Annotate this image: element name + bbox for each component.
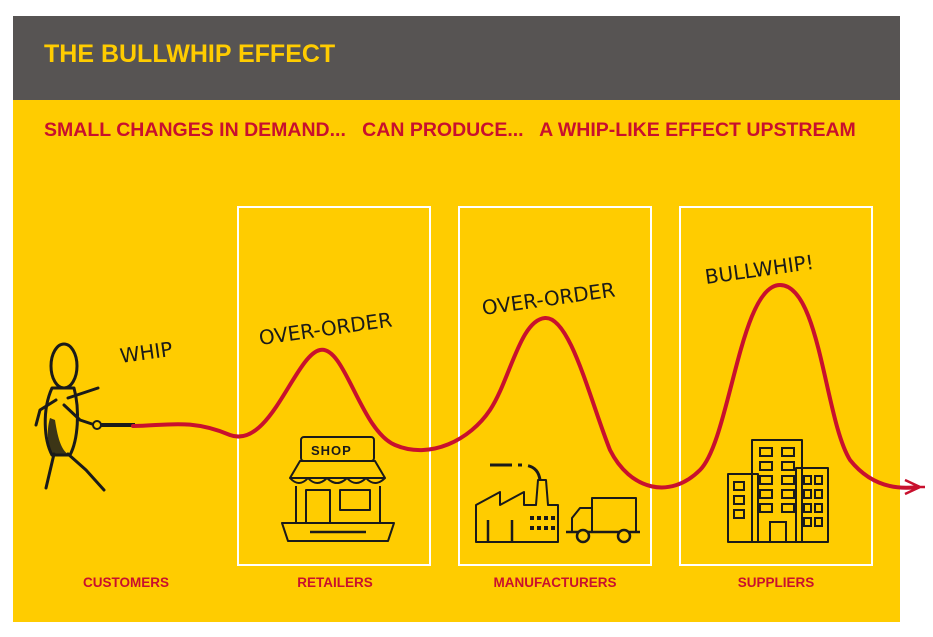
shop-sign: SHOP xyxy=(311,443,352,458)
suppliers-box xyxy=(679,206,873,566)
page-title: THE BULLWHIP EFFECT xyxy=(44,40,335,68)
whip-curve xyxy=(131,282,920,490)
subtitle: SMALL CHANGES IN DEMAND... CAN PRODUCE..… xyxy=(44,119,856,141)
header-bar xyxy=(13,16,900,100)
retailers-box xyxy=(237,206,431,566)
stage-label-manufacturers: MANUFACTURERS xyxy=(494,575,617,590)
office-building-icon xyxy=(727,439,829,543)
shop-icon: SHOP xyxy=(281,436,395,542)
person-pulling-whip-icon xyxy=(34,342,135,492)
stage-label-customers: CUSTOMERS xyxy=(83,575,169,590)
stage-label-retailers: RETAILERS xyxy=(297,575,373,590)
whip-tip xyxy=(904,478,925,496)
stage-label-suppliers: SUPPLIERS xyxy=(738,575,815,590)
manufacturers-box xyxy=(458,206,652,566)
factory-truck-icon xyxy=(475,463,640,544)
